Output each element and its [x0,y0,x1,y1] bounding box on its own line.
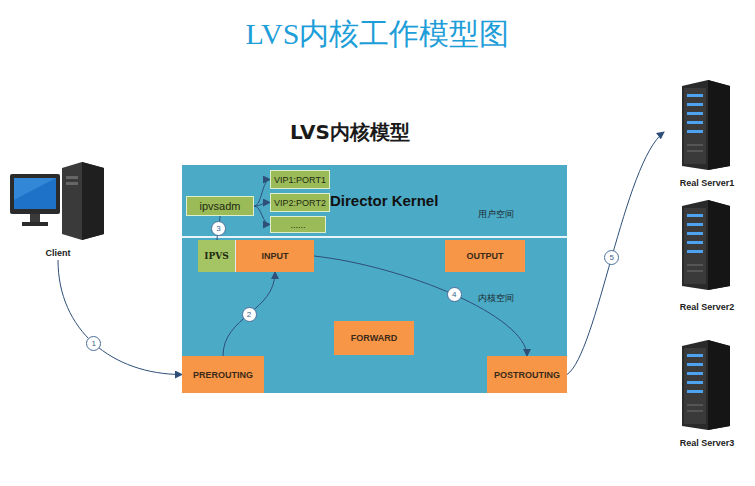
real-server: Real Server2 [664,196,750,312]
box-label: VIP2:PORT2 [274,198,326,208]
device-label: Client [6,248,110,258]
panel-title: Director Kernel [330,192,438,209]
box-label: POSTROUTING [494,370,560,380]
box-label: ...... [290,220,305,230]
kernel-panel-fill [182,165,567,393]
client-computer: Client [6,160,110,260]
hook-box: INPUT [236,240,314,272]
flow-connector [254,206,270,225]
callout-number: 4 [447,287,462,302]
box-label: INPUT [262,251,289,261]
rule-box: VIP1:PORT1 [270,170,330,189]
callout-number: 3 [211,221,226,236]
box-label: ipvsadm [200,200,241,212]
real-server: Real Server1 [664,76,750,188]
kernel-panel: LVS内核模型Director KernelipvsadmVIP1:PORT1V… [182,165,567,393]
box-label: OUTPUT [467,251,504,261]
computer-icon [8,160,108,242]
server-icon [678,78,732,170]
box-label: VIP1:PORT1 [274,175,326,185]
box-label: PREROUTING [193,370,253,380]
space-label: 内核空间 [478,292,514,305]
rule-box: VIP2:PORT2 [270,193,330,212]
device-label: Real Server1 [664,178,750,188]
real-server: Real Server3 [664,336,750,448]
callout-number: 5 [604,250,619,265]
space-divider [182,236,567,238]
flow-connector [567,132,664,375]
hook-box: PREROUTING [182,356,264,393]
page-title: LVS内核工作模型图 [0,14,755,55]
ipvs-box: IPVS [198,240,236,272]
hook-box: POSTROUTING [487,356,567,393]
hook-box: FORWARD [334,321,414,355]
callout-number: 1 [86,336,101,351]
hook-box: OUTPUT [445,240,525,272]
flow-connector [254,180,270,207]
callout-number: 2 [242,307,257,322]
box-label: FORWARD [351,333,397,343]
server-icon [678,338,732,430]
panel-heading: LVS内核模型 [290,119,410,146]
device-label: Real Server3 [664,438,750,448]
space-label: 用户空间 [478,208,514,221]
device-label: Real Server2 [664,302,750,312]
tool-box: ipvsadm [186,196,254,216]
flow-connector [58,260,182,375]
flow-connector [223,272,275,356]
flow-connector [254,203,270,207]
box-label: IPVS [204,251,228,261]
server-icon [678,198,732,290]
rule-box: ...... [270,216,326,233]
